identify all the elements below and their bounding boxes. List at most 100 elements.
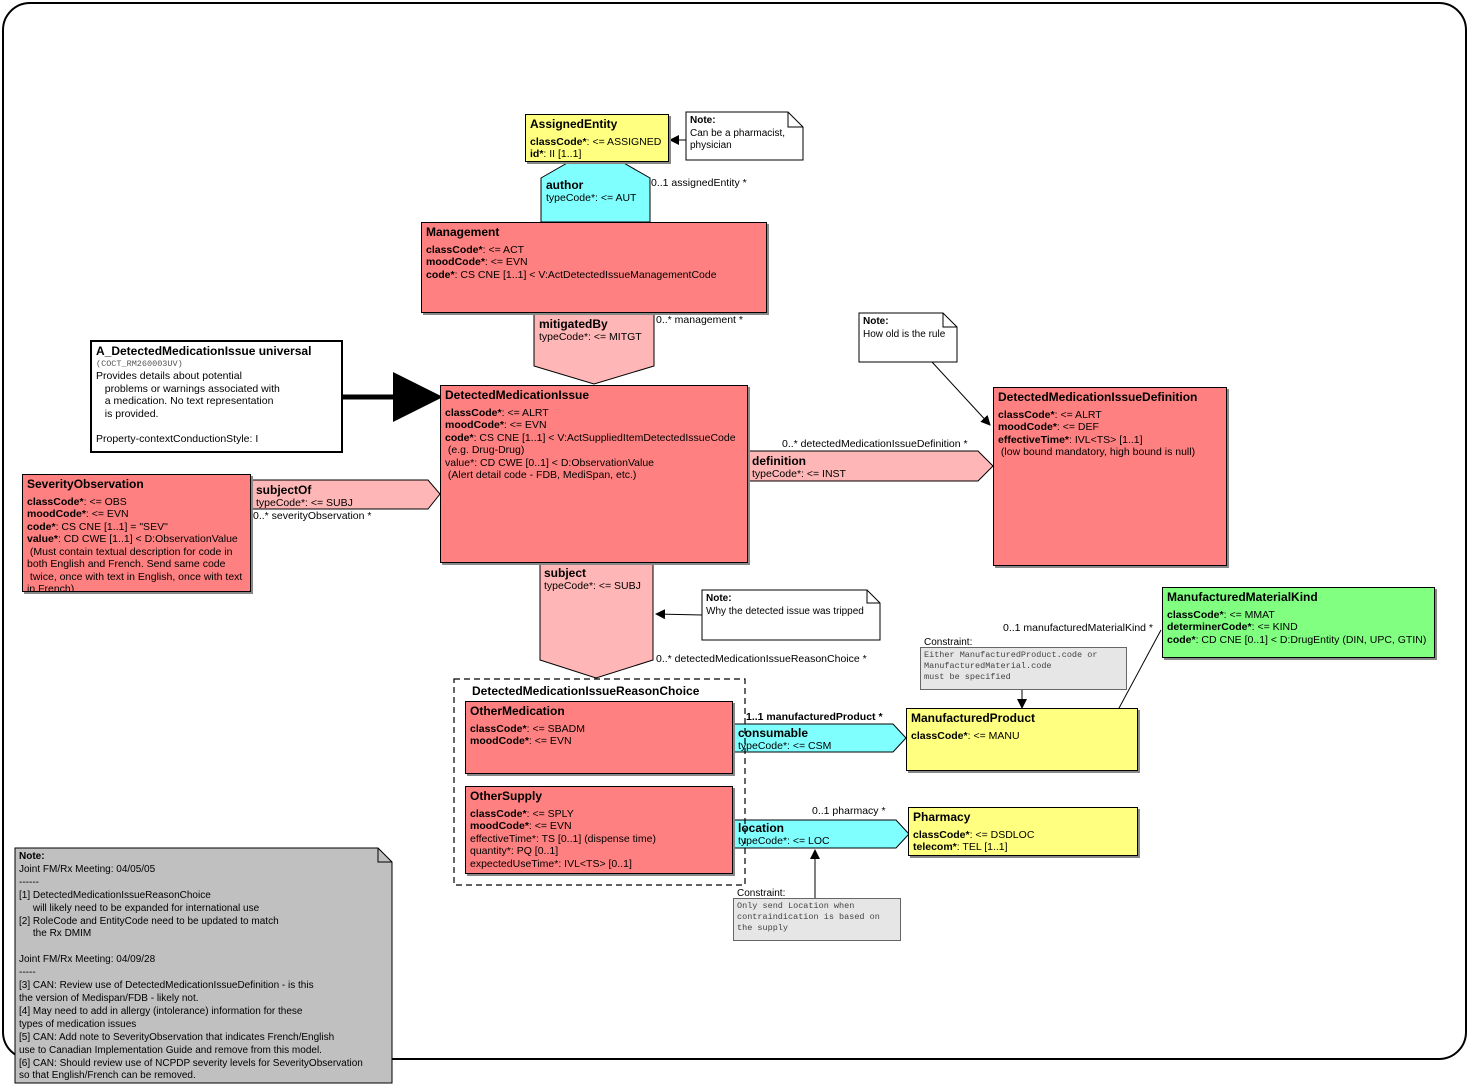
entry-point-line: problems or warnings associated with: [96, 382, 280, 395]
note-line: [5] CAN: Add note to SeverityObservation…: [19, 1031, 335, 1043]
constraint-line: the supply: [737, 923, 789, 933]
attribute-value: : <= DEF: [1056, 421, 1099, 433]
attribute-name: determinerCode*: [1167, 621, 1252, 633]
definition-rel-label[interactable]: definition typeCode*: <= INST: [752, 455, 846, 481]
attribute-value: effectiveTime*: TS [0..1] (dispense time…: [470, 832, 656, 845]
definition-rel-name: definition: [752, 454, 806, 468]
consumable-label[interactable]: consumable typeCode*: <= CSM: [738, 727, 831, 753]
entry-point-line: is provided.: [96, 407, 159, 420]
mitigatedby-label[interactable]: mitigatedBy typeCode*: <= MITGT: [539, 318, 642, 344]
note-title: Note:: [690, 115, 716, 126]
attribute-value: value*: CD CWE [0..1] < D:ObservationVal…: [445, 456, 655, 469]
note-line: so that English/French can be removed.: [19, 1070, 196, 1082]
attribute-value: : <= ALRT: [1054, 408, 1102, 421]
assoc-material-kind: 0..1 manufacturedMaterialKind *: [1003, 622, 1153, 634]
attribute-name: classCode*: [470, 722, 527, 735]
attribute-name: classCode*: [445, 406, 502, 419]
attribute-value: : II [1..1]: [543, 148, 582, 160]
attribute-name: id*: [530, 148, 544, 160]
class-name: OtherSupply: [470, 789, 543, 803]
attribute-name: classCode*: [470, 807, 527, 820]
assoc-reason: 0..* detectedMedicationIssueReasonChoice…: [656, 653, 867, 665]
attribute-value: : <= EVN: [503, 419, 547, 431]
note-pharmacist: Note:Can be a pharmacist,physician: [686, 112, 803, 156]
assoc-pharmacy: 0..1 pharmacy *: [812, 805, 886, 817]
author-label[interactable]: author typeCode*: <= AUT: [546, 179, 636, 205]
constraint-line: Only send Location when: [737, 901, 855, 911]
class-name: Management: [426, 225, 500, 239]
class-attribute: moodCode*: <= EVN: [27, 508, 246, 521]
entry-point-title: A_DetectedMedicationIssue universal: [96, 344, 312, 358]
class-attribute: moodCode*: <= EVN: [426, 256, 762, 269]
attribute-value: in French): [27, 583, 75, 592]
note-line: will likely need to be expanded for inte…: [19, 902, 260, 914]
attribute-name: classCode*: [1167, 608, 1224, 621]
class-attribute: (low bound mandatory, high bound is null…: [998, 446, 1222, 459]
class-attribute: classCode*: <= ACT: [426, 244, 762, 257]
attribute-name: code*: [1167, 633, 1196, 646]
location-label[interactable]: location typeCode*: <= LOC: [738, 822, 830, 848]
subjectof-shape: [251, 479, 441, 510]
attribute-value: (low bound mandatory, high bound is null…: [998, 446, 1196, 458]
entry-point-box: A_DetectedMedicationIssue universal (COC…: [90, 340, 343, 453]
attribute-name: telecom*: [913, 841, 957, 853]
class-attribute: value*: CD CWE [0..1] < D:ObservationVal…: [445, 457, 743, 470]
subject-type: typeCode*: <= SUBJ: [544, 580, 641, 592]
note-line: [19, 941, 388, 954]
consumable-name: consumable: [738, 726, 809, 740]
class-attribute: moodCode*: <= DEF: [998, 421, 1222, 434]
class-attribute: both English and French. Send same code: [27, 558, 246, 571]
attribute-name: code*: [27, 520, 56, 533]
author-name: author: [546, 178, 584, 192]
note-line: the version of Medispan/FDB - likely not…: [19, 992, 199, 1004]
note-rule: Note:How old is the rule: [859, 313, 957, 344]
class-attribute: id*: II [1..1]: [530, 148, 664, 161]
attribute-value: (Alert detail code - FDB, MediSpan, etc.…: [445, 469, 637, 481]
assoc-definition: 0..* detectedMedicationIssueDefinition *: [782, 438, 968, 450]
class-attribute: moodCode*: <= EVN: [470, 735, 728, 748]
note-title: Note:: [706, 593, 732, 604]
subjectof-label[interactable]: subjectOf typeCode*: <= SUBJ: [256, 484, 353, 510]
attribute-name: classCode*: [911, 729, 968, 742]
attribute-name: classCode*: [913, 828, 970, 841]
author-type: typeCode*: <= AUT: [546, 192, 637, 204]
location-name: location: [738, 821, 785, 835]
assoc-severity: 0..* severityObservation *: [253, 510, 372, 522]
note-line: Joint FM/Rx Meeting: 04/05/05: [19, 863, 156, 875]
class-name: Pharmacy: [913, 810, 971, 824]
note-pharmacist-shape: [685, 111, 804, 161]
attribute-value: both English and French. Send same code: [27, 558, 226, 570]
note-line: Why the detected issue was tripped: [706, 605, 864, 617]
entry-point-line: [96, 420, 337, 433]
class-attribute: code*: CS CNE [1..1] < V:ActDetectedIssu…: [426, 269, 762, 282]
attribute-value: : <= MANU: [967, 729, 1020, 742]
class-attribute: classCode*: <= SPLY: [470, 808, 728, 821]
mitigatedby-shape: [533, 312, 655, 385]
note-title: Note:: [863, 316, 889, 327]
assoc-management: 0..* management *: [656, 314, 743, 326]
entry-point-id: (COCT_RM260003UV): [96, 358, 183, 369]
class-name: SeverityObservation: [27, 477, 144, 491]
class-attribute: classCode*: <= DSDLOC: [913, 829, 1133, 842]
class-attribute: in French): [27, 583, 246, 592]
attribute-name: moodCode*: [998, 421, 1057, 433]
constraint-product-title: Constraint:: [924, 637, 973, 648]
attribute-name: code*: [445, 431, 474, 444]
note-tripped-shape: [701, 589, 881, 641]
class-attribute: effectiveTime*: TS [0..1] (dispense time…: [470, 833, 728, 846]
subject-label[interactable]: subject typeCode*: <= SUBJ: [544, 567, 641, 593]
note-line: physician: [690, 140, 732, 151]
mitigatedby-name: mitigatedBy: [539, 317, 608, 331]
class-attribute: moodCode*: <= EVN: [445, 419, 743, 432]
